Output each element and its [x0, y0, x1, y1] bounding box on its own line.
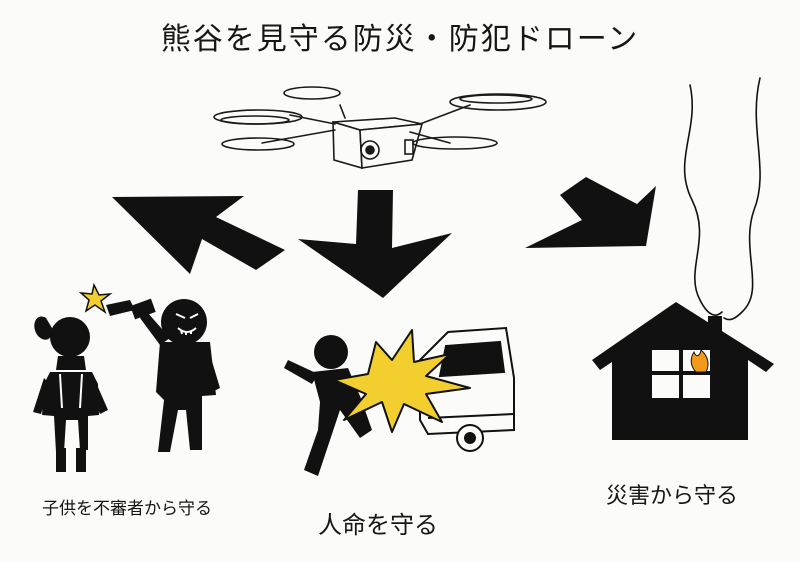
backpack-straps — [59, 373, 83, 409]
suspicious-person-icon — [130, 298, 220, 452]
arrow-down-icon — [298, 190, 452, 298]
caption-protect-lives: 人命を守る — [318, 511, 438, 539]
fire-icon — [690, 349, 709, 373]
page-title: 熊谷を見守る防災・防犯ドローン — [160, 22, 640, 57]
arrow-right-icon — [525, 177, 656, 248]
impact-burst-icon — [333, 329, 471, 433]
caption-protect-from-disaster: 災害から守る — [606, 484, 739, 509]
arrow-left-icon — [112, 196, 285, 274]
smoke-icon — [683, 77, 761, 321]
drone-icon — [213, 86, 547, 170]
weapon-icon — [78, 282, 135, 316]
child-figure-icon — [33, 316, 108, 472]
angry-face — [175, 313, 199, 335]
caption-protect-children: 子供を不審者から守る — [42, 499, 212, 519]
